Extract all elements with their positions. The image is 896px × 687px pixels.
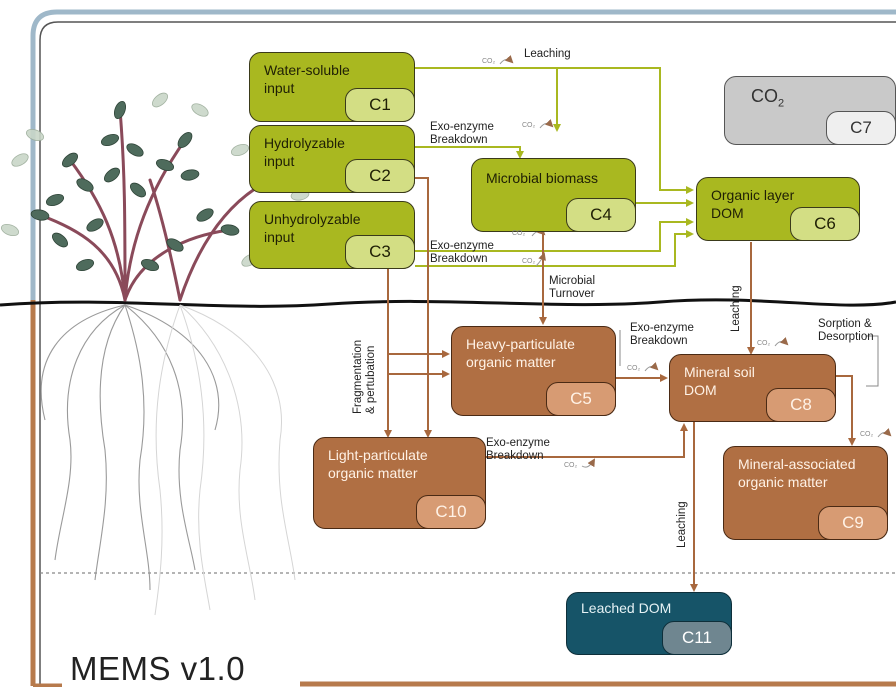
pool-heavy-particulate-om: Heavy-particulate organic matter C5: [451, 326, 616, 416]
pool-code: C1: [345, 88, 415, 122]
pool-name: Mineral-associated organic matter: [738, 456, 856, 490]
plant-illustration: [0, 92, 310, 616]
label-exo-enzyme-4: Exo-enzyme Breakdown: [486, 437, 550, 462]
label-leaching-top: Leaching: [524, 48, 571, 60]
pool-water-soluble-input: Water-soluble input C1: [249, 52, 415, 122]
pool-code: C7: [826, 111, 896, 145]
pool-leached-dom: Leached DOM C11: [566, 592, 732, 655]
pool-hydrolyzable-input: Hydrolyzable input C2: [249, 125, 415, 193]
pool-mineral-soil-dom: Mineral soil DOM C8: [669, 354, 836, 422]
label-exo-enzyme-3: Exo-enzyme Breakdown: [630, 322, 694, 347]
pool-name: CO2: [751, 87, 784, 113]
pool-name: Leached DOM: [581, 600, 672, 616]
pool-name: Hydrolyzable input: [264, 135, 345, 169]
pool-code: C11: [662, 621, 732, 655]
co2-label: CO₂: [627, 365, 641, 372]
co2-label: CO₂: [757, 340, 771, 347]
pool-code: C3: [345, 235, 415, 269]
brown-flow-arrows: [384, 177, 856, 592]
model-title: MEMS v1.0: [62, 651, 254, 687]
co2-label: CO₂: [564, 462, 578, 469]
label-sorption-desorption: Sorption & Desorption: [818, 318, 874, 343]
pool-code: C2: [345, 159, 415, 193]
pool-code: C6: [790, 207, 860, 241]
pool-code: C9: [818, 506, 888, 540]
label-exo-enzyme-2: Exo-enzyme Breakdown: [430, 240, 494, 265]
pool-unhydrolyzable-input: Unhydrolyzable input C3: [249, 201, 415, 269]
pool-co2: CO2 C7: [724, 76, 896, 145]
pool-light-particulate-om: Light-particulate organic matter C10: [313, 437, 486, 529]
green-flow-arrows: [415, 67, 694, 267]
pool-code: C10: [416, 495, 486, 529]
co2-subscript: 2: [778, 97, 785, 110]
label-exo-enzyme-1: Exo-enzyme Breakdown: [430, 121, 494, 146]
pool-organic-layer-dom: Organic layer DOM C6: [696, 177, 860, 241]
label-leaching-c8: Leaching: [676, 501, 688, 548]
pool-microbial-biomass: Microbial biomass C4: [471, 158, 636, 232]
pool-name: Organic layer DOM: [711, 187, 795, 221]
pool-code: C4: [566, 198, 636, 232]
co2-label: CO₂: [522, 258, 536, 265]
pool-code: C5: [546, 382, 616, 416]
co2-label: CO₂: [482, 58, 496, 65]
co2-label: CO₂: [522, 122, 536, 129]
label-fragmentation: Fragmentation & pertubation: [352, 339, 377, 414]
pool-name: Mineral soil DOM: [684, 364, 755, 398]
label-leaching-c6: Leaching: [730, 285, 742, 332]
pool-name: Heavy-particulate organic matter: [466, 336, 575, 370]
frame: [30, 9, 896, 687]
co2-label: CO₂: [860, 431, 874, 438]
co2-label: CO₂: [512, 230, 526, 237]
pool-name: Water-soluble input: [264, 62, 350, 96]
soil-surface-line: [0, 298, 896, 308]
pool-name: Unhydrolyzable input: [264, 211, 361, 245]
pool-code: C8: [766, 388, 836, 422]
pool-name: Microbial biomass: [486, 170, 599, 186]
pool-mineral-associated-om: Mineral-associated organic matter C9: [723, 446, 888, 540]
co2-release-arrows: [499, 54, 892, 468]
co2-text: CO: [751, 86, 778, 106]
pool-name: Light-particulate organic matter: [328, 447, 428, 481]
label-microbial-turnover: Microbial Turnover: [549, 275, 596, 300]
